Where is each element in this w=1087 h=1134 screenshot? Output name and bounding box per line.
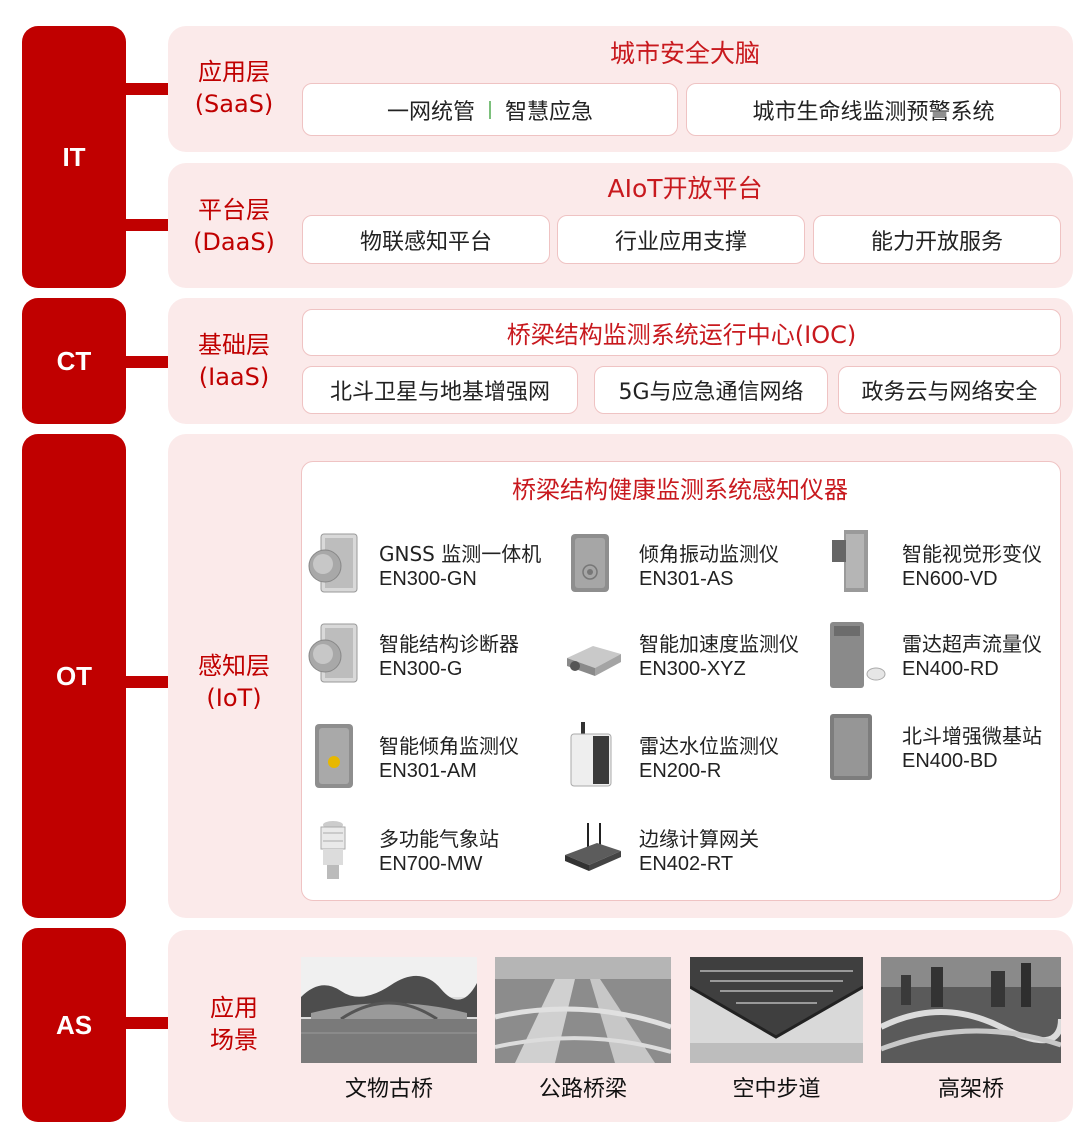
device-radar-water-level: 雷达水位监测仪 EN200-R bbox=[563, 722, 813, 792]
device-model: EN400-RD bbox=[902, 658, 999, 680]
daas-box-capability-service: 能力开放服务 bbox=[813, 215, 1061, 264]
tier-label: OT bbox=[55, 660, 93, 691]
device-name: GNSS 监测一体机 bbox=[379, 542, 542, 566]
viaduct-photo bbox=[881, 957, 1061, 1063]
saas-box-unified-emergency: 一网统管 智慧应急 bbox=[302, 83, 678, 136]
scene-caption-ancient-bridge: 文物古桥 bbox=[344, 1077, 433, 1102]
tier-label: IT bbox=[62, 141, 86, 172]
device-structure-diagnosis: 智能结构诊断器 EN300-G bbox=[303, 620, 553, 690]
device-model: EN200-R bbox=[639, 760, 722, 782]
iaas-box-beidou: 北斗卫星与地基增强网 bbox=[302, 366, 578, 414]
device-weather-station: 多功能气象站 EN700-MW bbox=[303, 815, 553, 885]
structure-diagnosis-device-icon bbox=[303, 620, 363, 690]
ancient-bridge-photo bbox=[301, 957, 477, 1063]
device-model: EN301-AM bbox=[379, 760, 477, 782]
gnss-device-icon bbox=[303, 530, 363, 600]
device-beidou-base-station: 北斗增强微基站 EN400-BD bbox=[826, 712, 1076, 782]
device-model: EN300-XYZ bbox=[639, 658, 746, 680]
connector-daas bbox=[126, 219, 168, 231]
device-name: 智能结构诊断器 bbox=[379, 632, 519, 656]
device-name: 智能加速度监测仪 bbox=[639, 632, 799, 656]
iot-title: 桥梁结构健康监测系统感知仪器 bbox=[512, 476, 848, 504]
scene-caption-viaduct: 高架桥 bbox=[937, 1077, 1004, 1102]
device-model: EN700-MW bbox=[379, 853, 483, 875]
radar-flow-device-icon bbox=[826, 620, 886, 690]
device-radar-flow: 雷达超声流量仪 EN400-RD bbox=[826, 620, 1076, 690]
device-name: 智能视觉形变仪 bbox=[902, 542, 1042, 566]
accelerometer-device-icon bbox=[563, 620, 623, 690]
iaas-box-cloud-security: 政务云与网络安全 bbox=[838, 366, 1061, 414]
beidou-base-station-icon bbox=[826, 712, 886, 782]
sensor-instruments-box bbox=[301, 461, 1061, 901]
device-name: 雷达水位监测仪 bbox=[639, 734, 779, 758]
saas-layer-label: 应用层(SaaS) bbox=[194, 58, 274, 118]
connector-iot bbox=[126, 676, 168, 688]
scene-caption-highway-bridge: 公路桥梁 bbox=[538, 1077, 627, 1102]
device-name: 北斗增强微基站 bbox=[902, 724, 1042, 748]
daas-title: AIoT开放平台 bbox=[607, 174, 763, 203]
device-edge-gateway: 边缘计算网关 EN402-RT bbox=[563, 815, 813, 885]
daas-layer-label: 平台层(DaaS) bbox=[193, 196, 275, 256]
device-name: 边缘计算网关 bbox=[639, 827, 759, 851]
separator bbox=[489, 100, 491, 119]
device-name: 雷达超声流量仪 bbox=[902, 632, 1042, 656]
tier-tab-as: AS bbox=[22, 928, 126, 1122]
device-tilt-vibration: 倾角振动监测仪 EN301-AS bbox=[563, 530, 813, 600]
vision-deformation-device-icon bbox=[826, 530, 886, 600]
radar-water-level-device-icon bbox=[563, 722, 623, 792]
highway-bridge-photo bbox=[495, 957, 671, 1063]
device-gnss: GNSS 监测一体机 EN300-GN bbox=[303, 530, 553, 600]
device-model: EN300-G bbox=[379, 658, 463, 680]
tier-tab-ot: OT bbox=[22, 434, 126, 918]
daas-box-iot-platform: 物联感知平台 bbox=[302, 215, 550, 264]
scene-caption-sky-walkway: 空中步道 bbox=[732, 1077, 821, 1102]
tier-tab-ct: CT bbox=[22, 298, 126, 424]
tier-label: CT bbox=[56, 345, 92, 376]
unified-management-label: 一网统管 bbox=[386, 99, 475, 125]
device-model: EN402-RT bbox=[639, 853, 734, 875]
iaas-layer-label: 基础层(IaaS) bbox=[198, 331, 270, 391]
edge-gateway-icon bbox=[563, 815, 623, 885]
device-vision-deformation: 智能视觉形变仪 EN600-VD bbox=[826, 530, 1076, 600]
device-model: EN400-BD bbox=[902, 750, 998, 772]
tilt-vibration-device-icon bbox=[563, 530, 623, 600]
device-model: EN301-AS bbox=[639, 568, 734, 590]
iaas-title: 桥梁结构监测系统运行中心(IOC) bbox=[302, 309, 1061, 356]
saas-title: 城市安全大脑 bbox=[609, 39, 760, 68]
tier-label: AS bbox=[55, 1009, 93, 1040]
device-name: 倾角振动监测仪 bbox=[639, 542, 779, 566]
tier-tab-it: IT bbox=[22, 26, 126, 288]
connector-iaas bbox=[126, 356, 168, 368]
device-accelerometer: 智能加速度监测仪 EN300-XYZ bbox=[563, 620, 813, 690]
device-name: 智能倾角监测仪 bbox=[379, 734, 519, 758]
device-tilt: 智能倾角监测仪 EN301-AM bbox=[303, 722, 553, 792]
daas-box-industry-support: 行业应用支撑 bbox=[557, 215, 805, 264]
iaas-box-5g: 5G与应急通信网络 bbox=[594, 366, 828, 414]
connector-scenes bbox=[126, 1017, 168, 1029]
smart-emergency-label: 智慧应急 bbox=[505, 99, 594, 125]
connector-saas bbox=[126, 83, 168, 95]
tilt-device-icon bbox=[303, 722, 363, 792]
device-name: 多功能气象站 bbox=[379, 827, 499, 851]
saas-box-lifeline: 城市生命线监测预警系统 bbox=[686, 83, 1061, 136]
weather-station-icon bbox=[303, 815, 363, 885]
device-model: EN600-VD bbox=[902, 568, 998, 590]
iot-layer-label: 感知层(IoT) bbox=[198, 652, 270, 712]
device-model: EN300-GN bbox=[379, 568, 477, 590]
sky-walkway-photo bbox=[690, 957, 863, 1063]
scenes-layer-label: 应用场景 bbox=[210, 994, 258, 1054]
